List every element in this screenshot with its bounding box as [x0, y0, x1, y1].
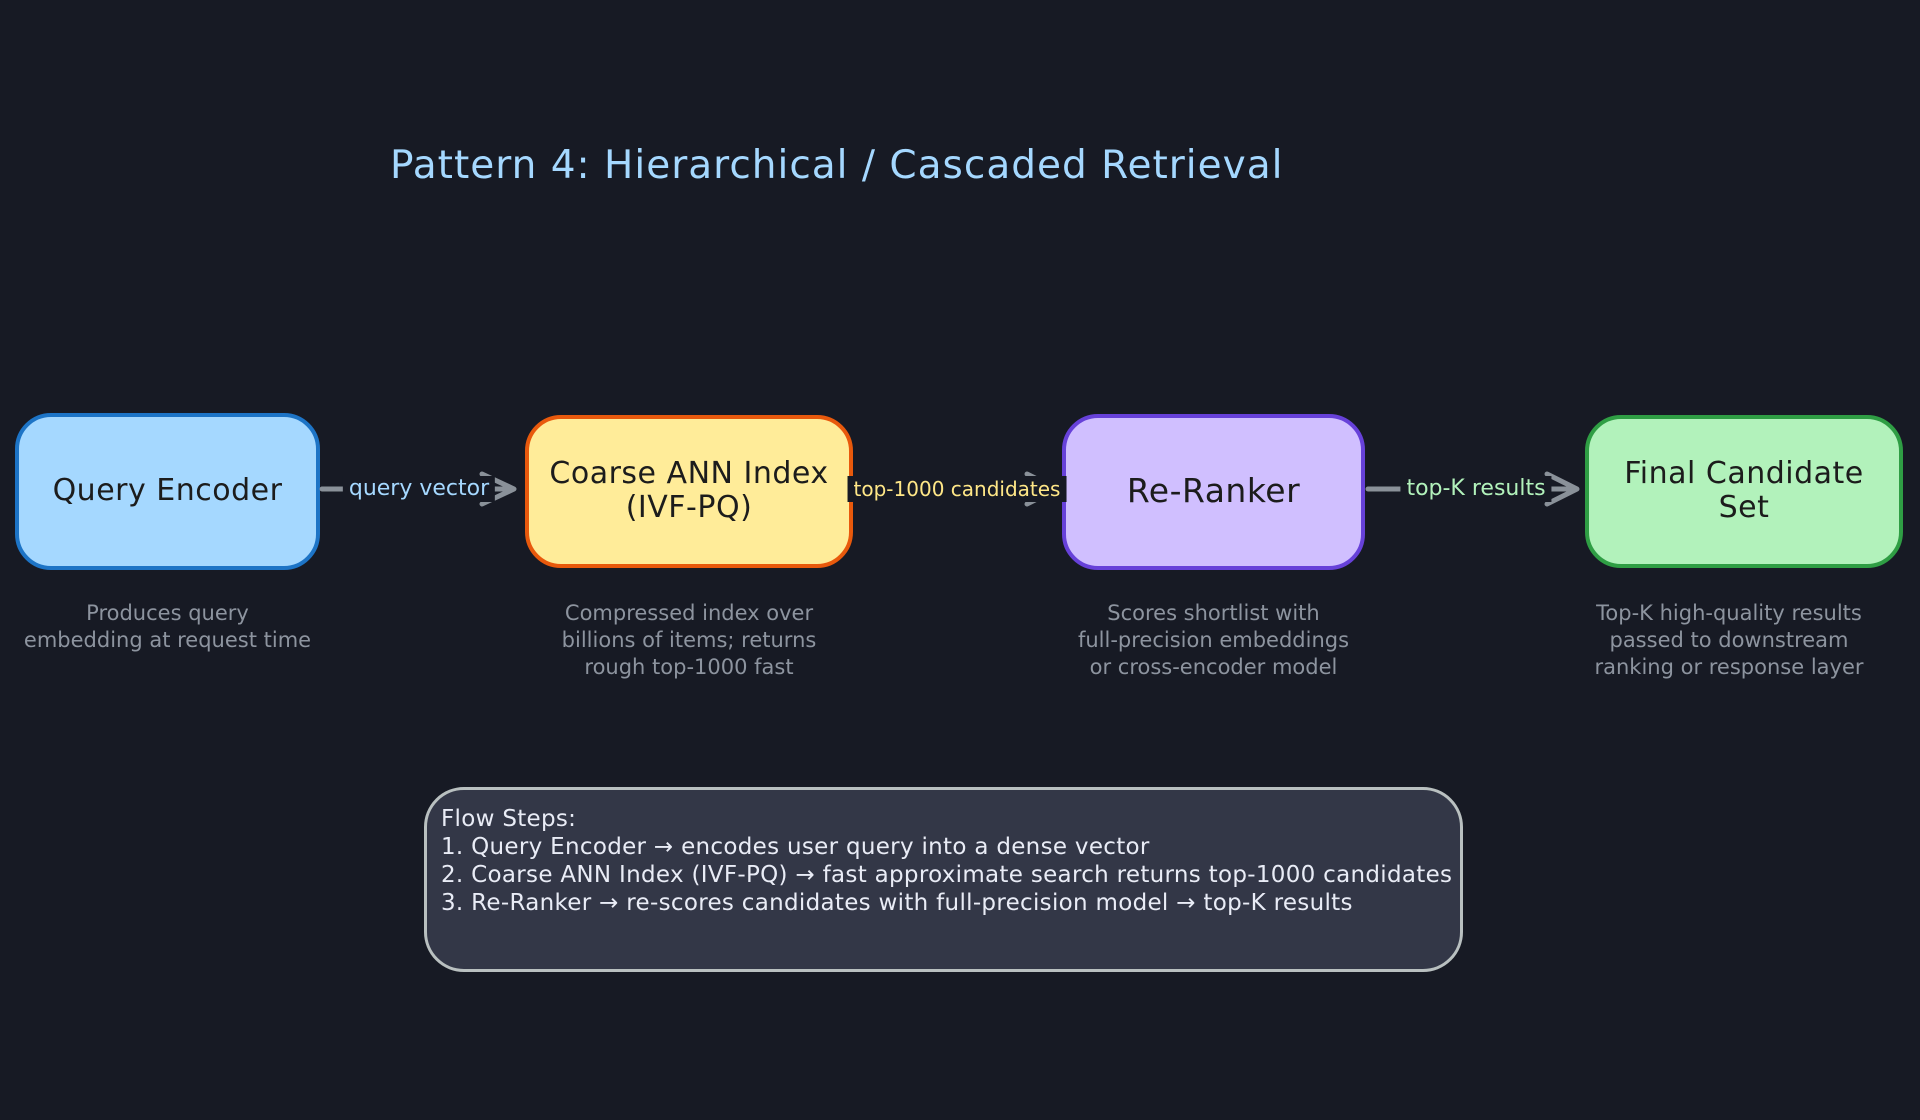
arrow-label-top-k-results: top-K results — [1400, 476, 1552, 502]
arrow-label-top-1000-candidates: top-1000 candidates — [847, 476, 1067, 502]
flow-step-3: 3. Re-Ranker → re-scores candidates with… — [441, 890, 1353, 916]
node-description-coarse-ann-index: Compressed index over billions of items;… — [561, 601, 817, 679]
node-query-encoder: Query Encoder — [15, 413, 320, 570]
node-label: Re-Ranker — [1126, 471, 1301, 510]
node-re-ranker: Re-Ranker — [1062, 414, 1365, 570]
arrow-label-query-vector: query vector — [342, 476, 496, 502]
flow-step-2: 2. Coarse ANN Index (IVF-PQ) → fast appr… — [441, 862, 1453, 888]
node-description-final-candidate-set: Top-K high-quality results passed to dow… — [1594, 601, 1864, 679]
node-description-re-ranker: Scores shortlist with full-precision emb… — [1077, 601, 1350, 679]
node-label: Query Encoder — [52, 472, 283, 508]
flow-steps-box: Flow Steps: 1. Query Encoder → encodes u… — [424, 787, 1463, 972]
node-final-candidate-set: Final Candidate Set — [1585, 415, 1903, 568]
diagram-title: Pattern 4: Hierarchical / Cascaded Retri… — [390, 143, 1284, 188]
flow-step-1: 1. Query Encoder → encodes user query in… — [441, 834, 1150, 860]
flow-steps-heading: Flow Steps: — [441, 806, 577, 832]
node-description-query-encoder: Produces query embedding at request time — [23, 601, 312, 652]
node-label: Final Candidate Set — [1624, 455, 1864, 525]
node-coarse-ann-index: Coarse ANN Index (IVF-PQ) — [525, 415, 853, 568]
node-label: Coarse ANN Index (IVF-PQ) — [549, 455, 829, 525]
